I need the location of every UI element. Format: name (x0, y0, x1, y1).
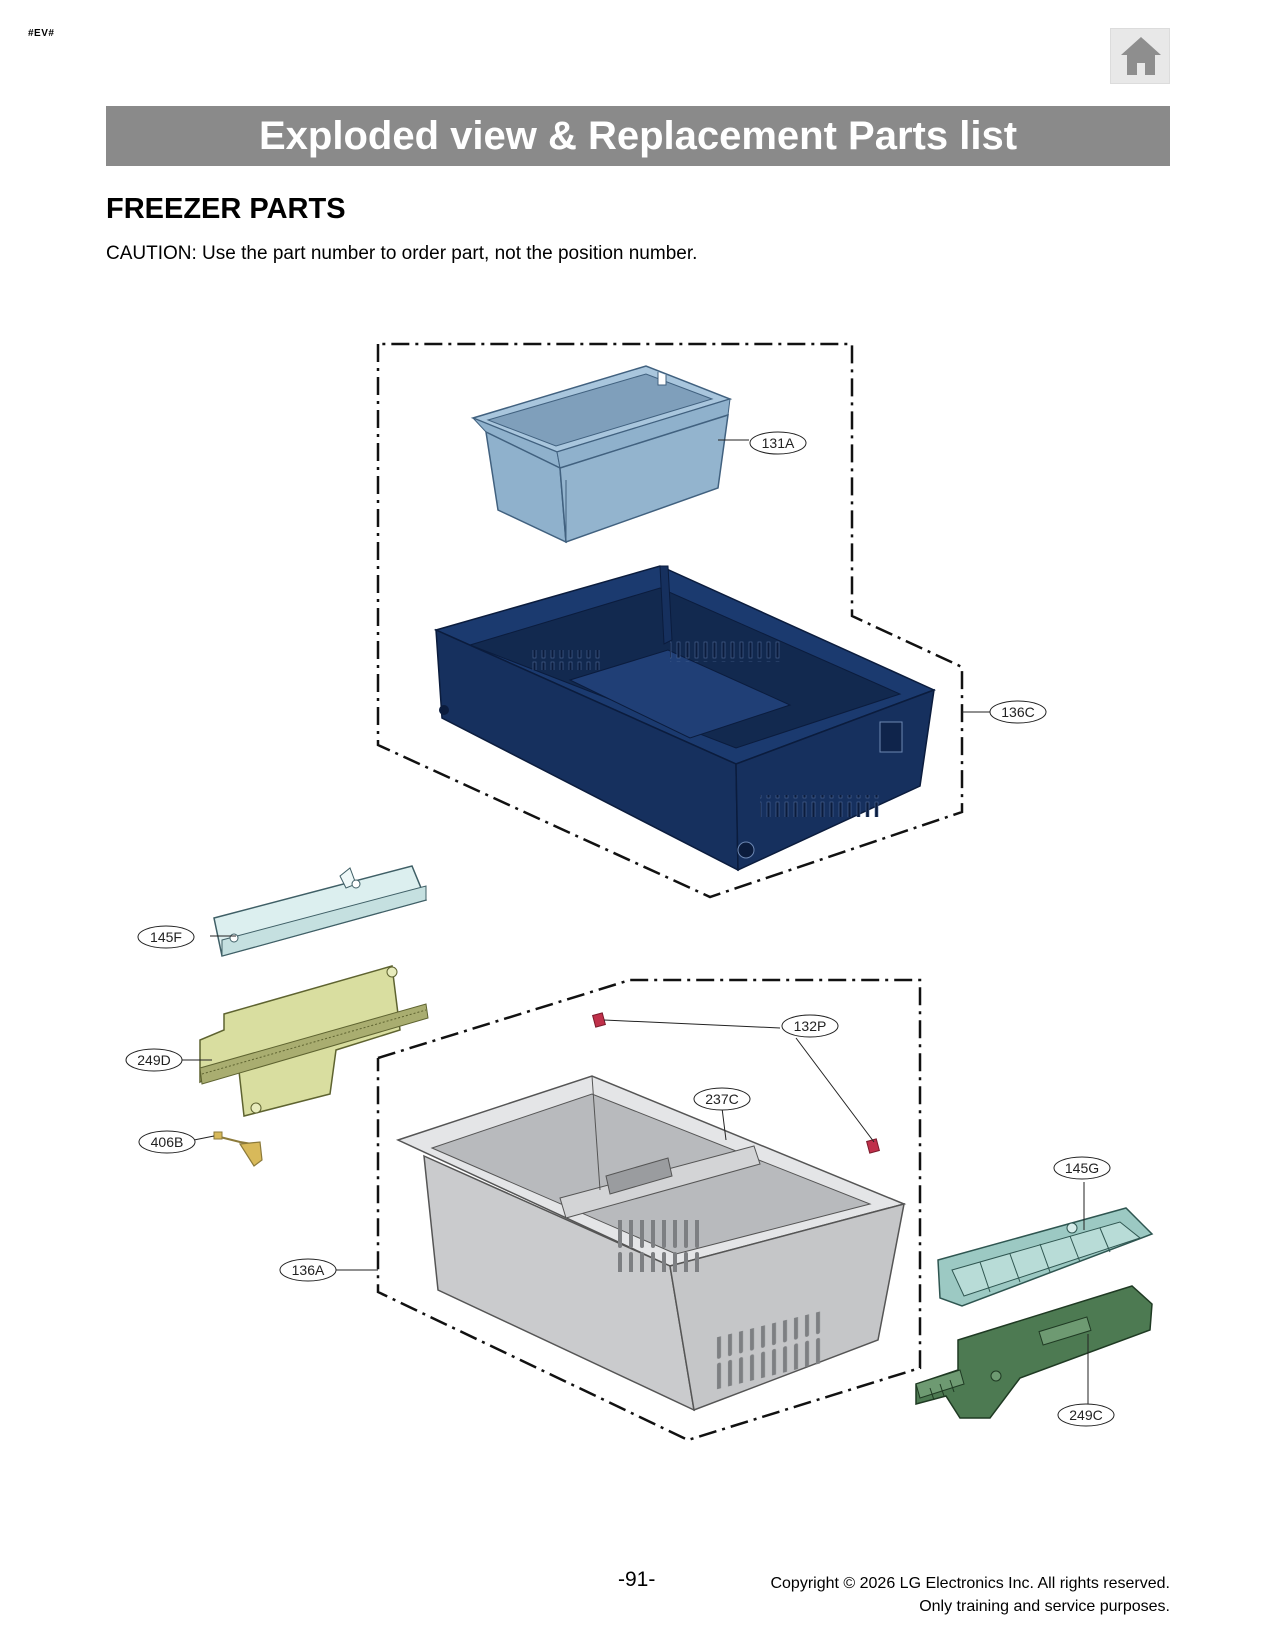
svg-text:249D: 249D (137, 1052, 170, 1068)
part-145F-rail (213, 865, 428, 957)
label-132P: 132P (781, 1014, 839, 1038)
label-136C: 136C (989, 700, 1047, 724)
part-406B-clip (213, 1131, 263, 1167)
svg-text:249C: 249C (1069, 1407, 1102, 1423)
svg-text:406B: 406B (151, 1134, 184, 1150)
boundary-lower (376, 978, 922, 1442)
svg-text:136C: 136C (1001, 704, 1034, 720)
label-145F: 145F (137, 925, 195, 949)
home-button[interactable] (1110, 28, 1170, 84)
label-406B: 406B (138, 1130, 196, 1154)
caution-text: CAUTION: Use the part number to order pa… (106, 243, 698, 264)
copyright-line-2: Only training and service purposes. (919, 1598, 1170, 1615)
home-icon (1121, 37, 1161, 75)
svg-text:131A: 131A (762, 435, 795, 451)
label-136A: 136A (279, 1258, 337, 1282)
page-number: -91- (618, 1568, 656, 1591)
part-145G-rail (937, 1207, 1154, 1307)
svg-text:145G: 145G (1065, 1160, 1099, 1176)
label-131A: 131A (749, 431, 807, 455)
svg-text:237C: 237C (705, 1091, 738, 1107)
part-249C-rail (915, 1285, 1153, 1419)
label-249C: 249C (1057, 1403, 1115, 1427)
section-heading: FREEZER PARTS (106, 193, 346, 225)
svg-text:136A: 136A (292, 1262, 325, 1278)
label-145G: 145G (1053, 1156, 1111, 1180)
svg-text:145F: 145F (150, 929, 182, 945)
part-131A-bin (470, 365, 733, 544)
copyright-notice: Copyright © 2026 LG Electronics Inc. All… (770, 1572, 1170, 1618)
label-237C: 237C (693, 1087, 751, 1111)
part-136A-basket (395, 1075, 907, 1412)
label-249D: 249D (125, 1048, 183, 1072)
boundary-upper (376, 342, 964, 899)
copyright-line-1: Copyright © 2026 LG Electronics Inc. All… (770, 1575, 1170, 1592)
part-136C-drawer (433, 565, 936, 872)
svg-text:132P: 132P (794, 1018, 827, 1034)
corner-mark: #EV# (28, 28, 55, 39)
part-132P-stopper-right (866, 1138, 880, 1154)
page-title: Exploded view & Replacement Parts list (106, 106, 1170, 166)
part-132P-stopper-left (592, 1012, 606, 1028)
part-249D-rail (199, 965, 429, 1117)
